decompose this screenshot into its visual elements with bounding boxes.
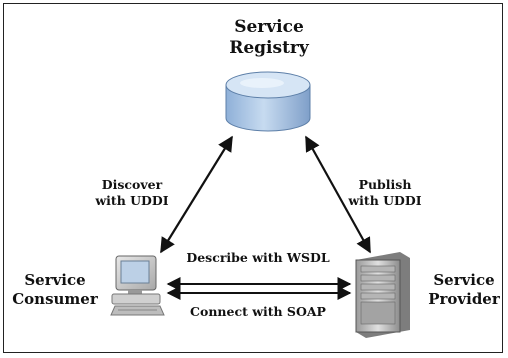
- provider-label-line1: Service: [433, 271, 495, 289]
- server-tower-icon: [355, 252, 410, 338]
- discover-label-line1: Discover: [101, 177, 163, 192]
- registry-title: Service Registry: [214, 17, 324, 60]
- publish-label-line1: Publish: [358, 177, 412, 192]
- registry-title-line1: Service: [234, 17, 304, 37]
- consumer-label-line1: Service: [24, 271, 86, 289]
- publish-arrow: [305, 135, 371, 254]
- connect-label: Connect with SOAP: [190, 304, 326, 319]
- discover-arrow: [160, 135, 233, 254]
- consumer-label-line2: Consumer: [12, 289, 98, 308]
- discover-label-line2: with UDDI: [95, 192, 169, 208]
- discover-label: Discover with UDDI: [92, 177, 172, 208]
- consumer-label: Service Consumer: [12, 271, 98, 309]
- registry-title-line2: Registry: [229, 38, 309, 59]
- publish-label-line2: with UDDI: [348, 192, 422, 208]
- desktop-computer-icon: [110, 255, 165, 316]
- provider-label: Service Provider: [422, 271, 506, 309]
- provider-label-line2: Provider: [428, 289, 500, 308]
- describe-label: Describe with WSDL: [186, 250, 330, 265]
- publish-label: Publish with UDDI: [345, 177, 425, 208]
- database-cylinder-icon: [225, 71, 311, 132]
